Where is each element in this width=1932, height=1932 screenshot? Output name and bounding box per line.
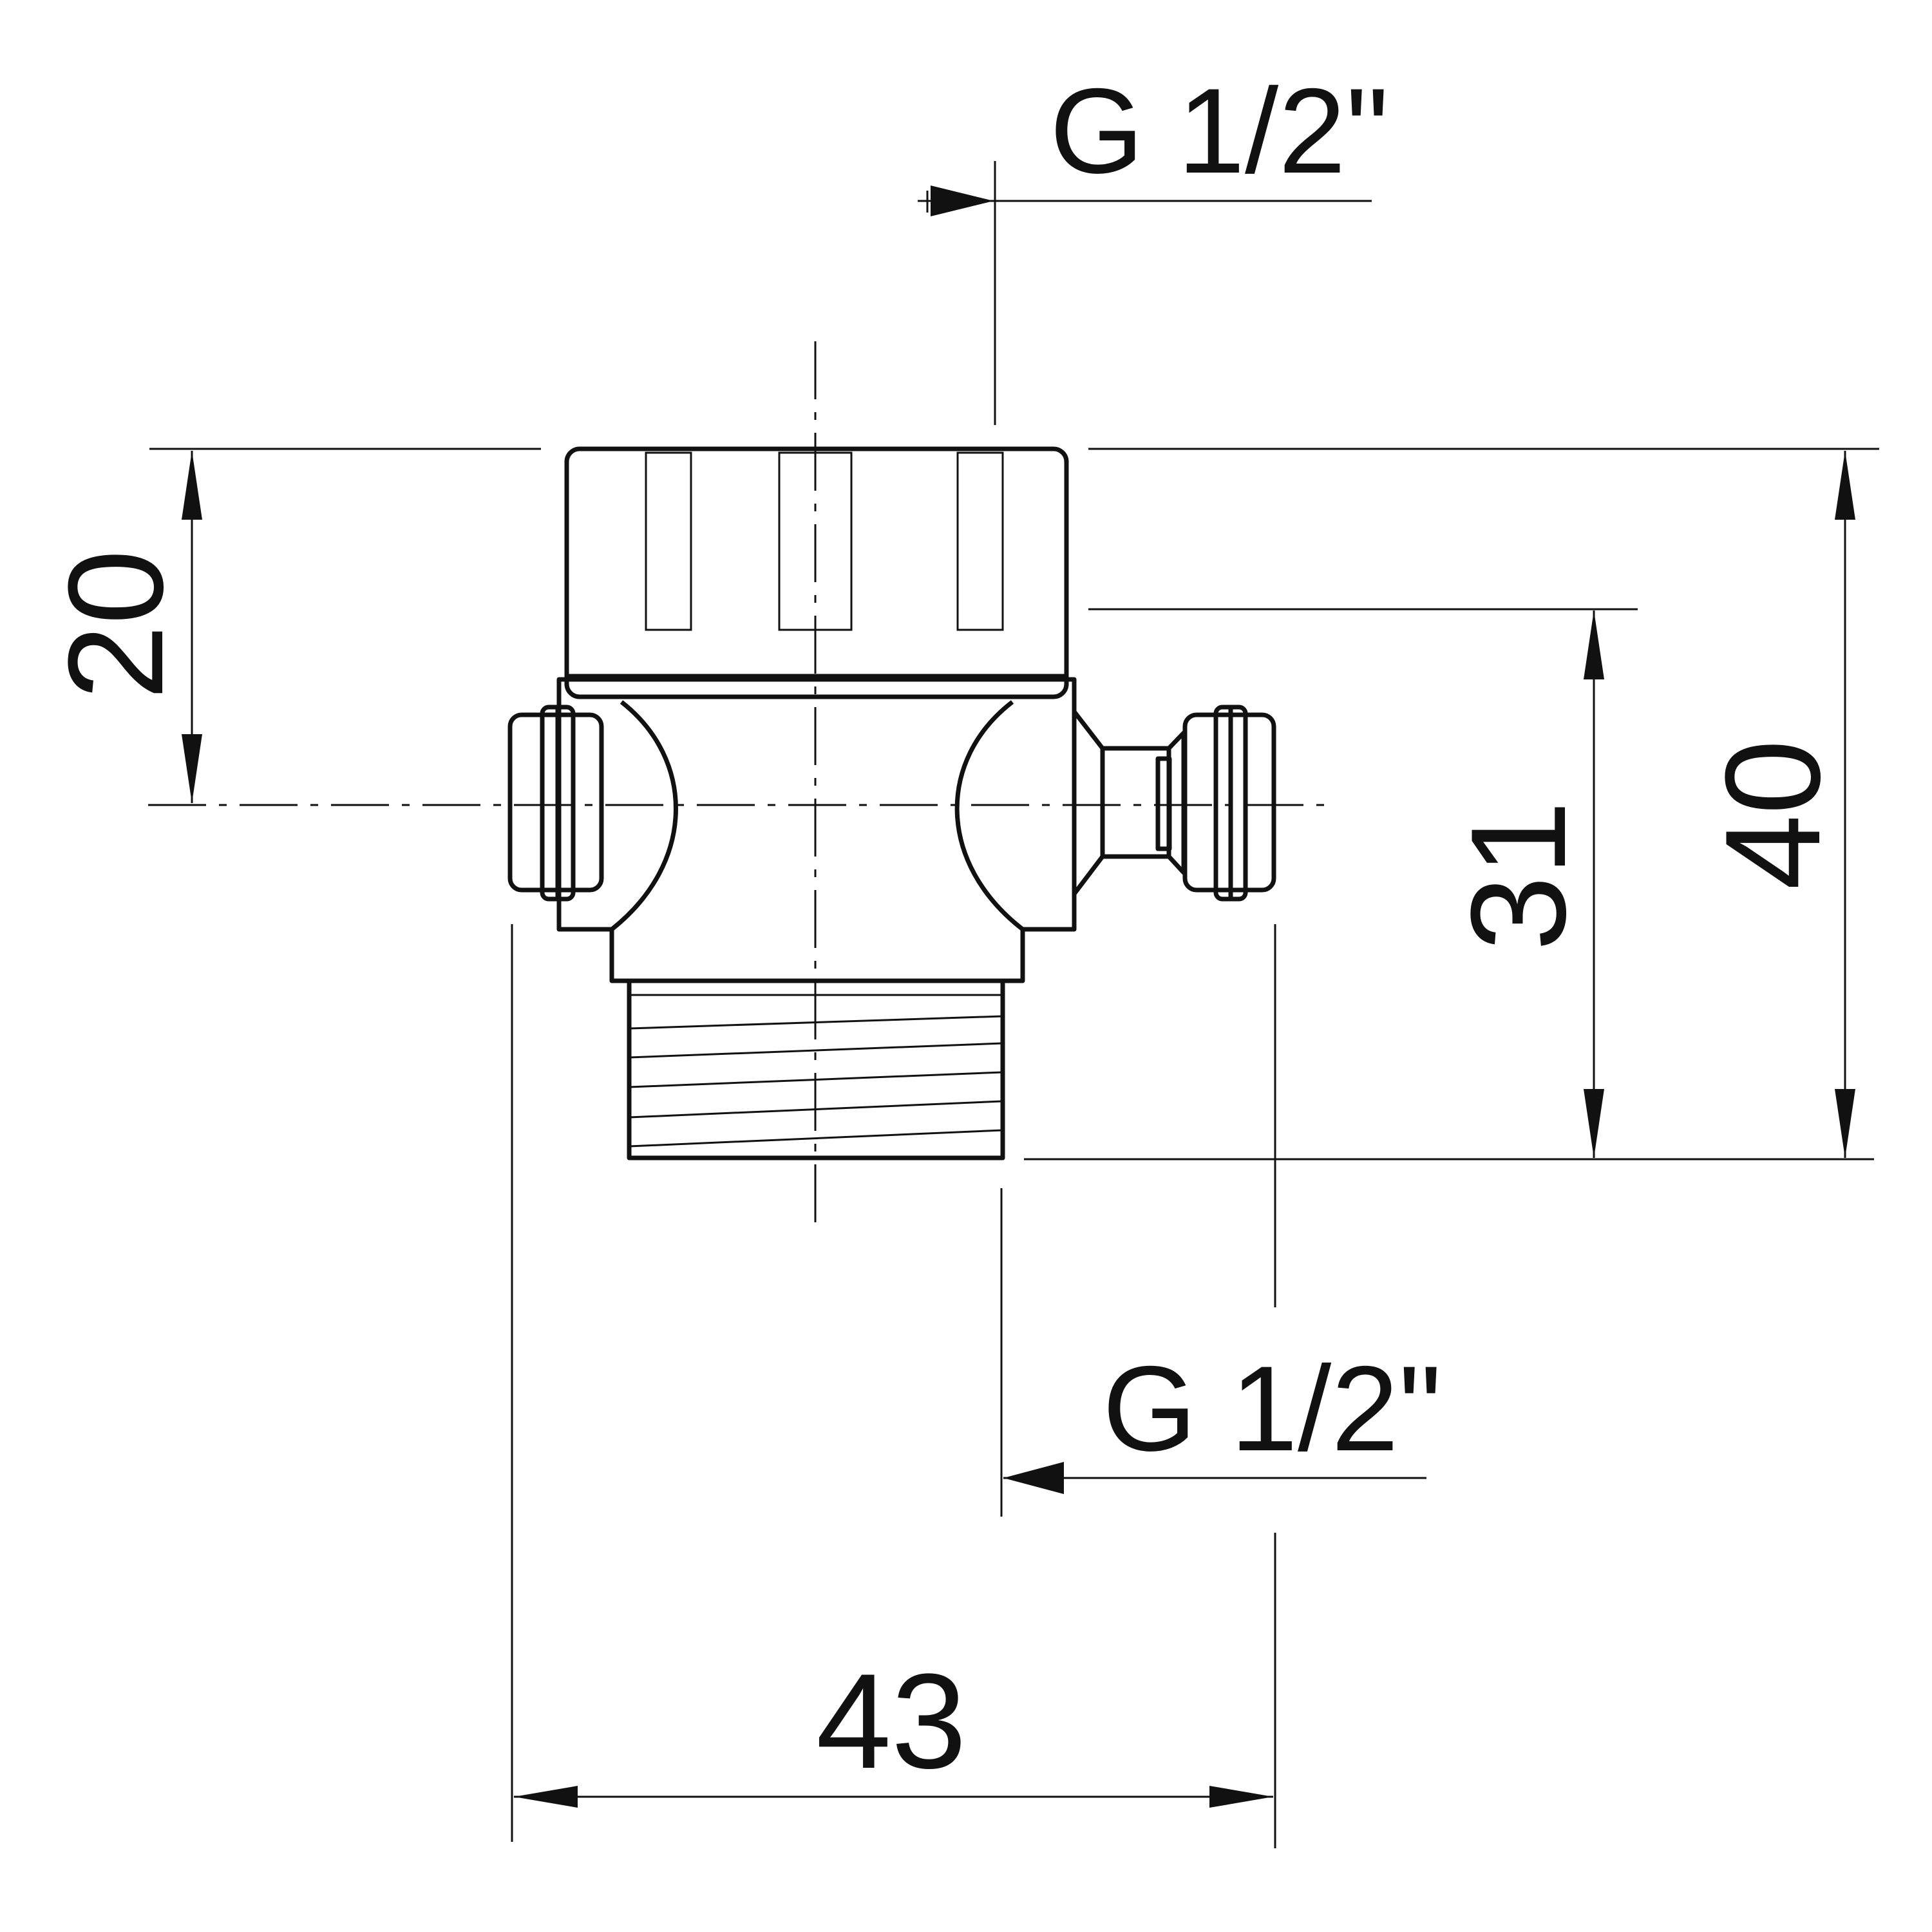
bottom-thread-leader	[1003, 1462, 1426, 1494]
dim-43	[514, 1786, 1273, 1808]
dim-20	[182, 451, 202, 803]
bottom-thread-label: G 1/2"	[1103, 1341, 1442, 1476]
central-body	[556, 677, 1077, 983]
dimension-lines	[149, 161, 1879, 1848]
nut-grip-slot	[645, 451, 692, 631]
top-nut	[564, 446, 1069, 699]
outlet-height-label: 31	[1443, 800, 1594, 951]
top-thread-leader	[918, 185, 1372, 216]
top-thread-label: G 1/2"	[1050, 63, 1389, 198]
nut-grip-slot	[956, 451, 1004, 631]
nut-height-label: 20	[40, 549, 191, 700]
dim-31	[1584, 611, 1604, 1158]
overall-width-label: 43	[816, 1645, 967, 1797]
left-hose-connector	[507, 705, 604, 902]
overall-height-label: 40	[1697, 739, 1848, 890]
dimension-labels: G 1/2" G 1/2" 43 20 31 40	[40, 63, 1848, 1797]
dim-40	[1835, 451, 1855, 1158]
right-side-outlet	[1072, 705, 1276, 902]
fitting-body	[148, 341, 1327, 1230]
